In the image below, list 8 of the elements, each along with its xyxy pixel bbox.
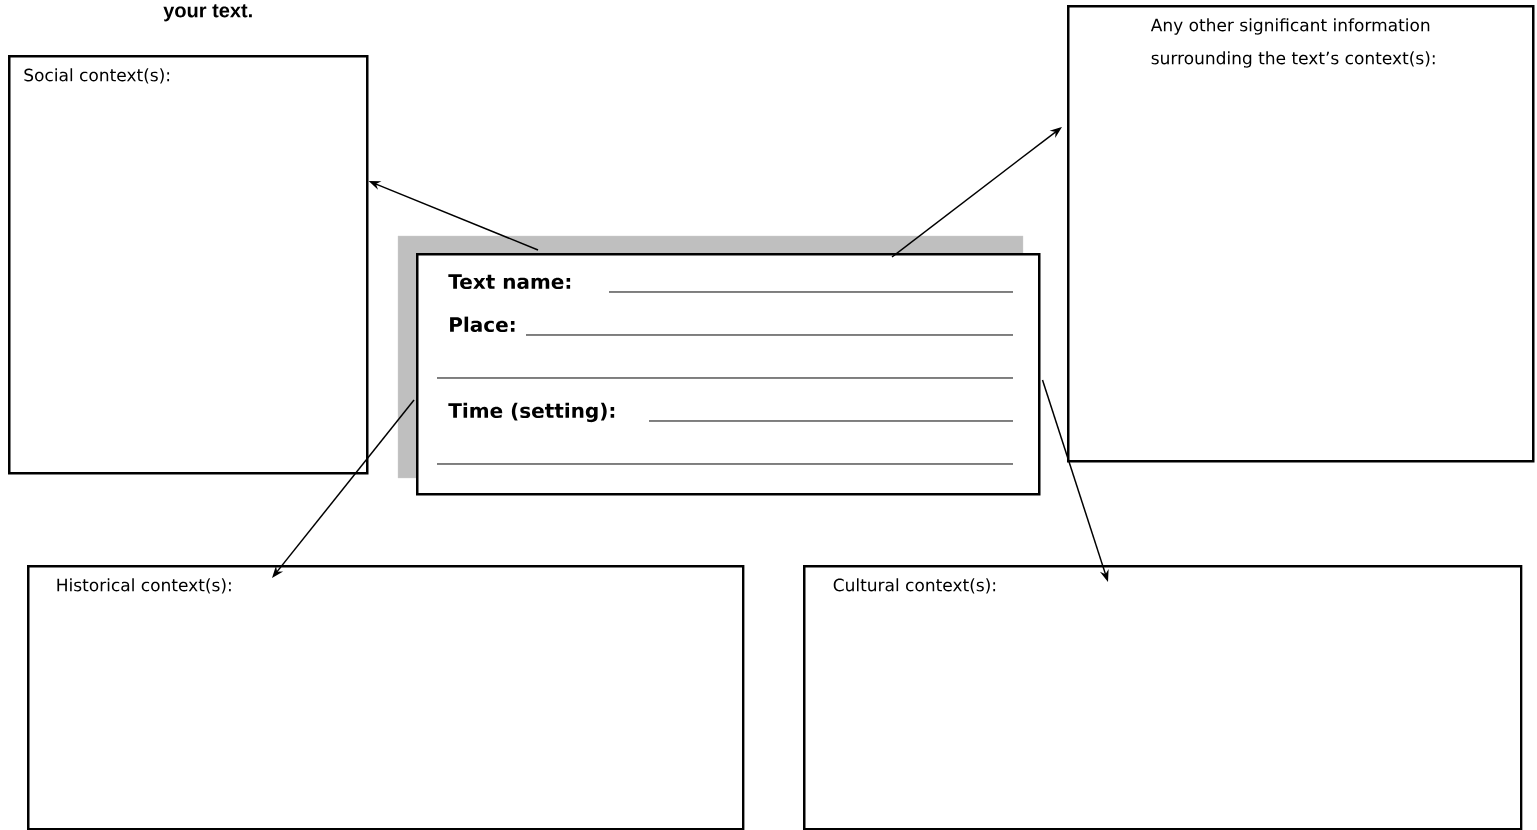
heading-text: your text.: [163, 4, 252, 22]
arrow: [891, 127, 1062, 258]
context-box: Historical context(s):: [27, 565, 745, 830]
context-box: Cultural context(s):: [803, 565, 1523, 830]
arrow: [272, 399, 415, 578]
form-card: Text name: Place: Time (setting):: [416, 253, 1041, 496]
context-box: Any other significant information surrounding the text’s context(s):: [1067, 5, 1535, 463]
context-box: Social context(s):: [8, 55, 369, 475]
